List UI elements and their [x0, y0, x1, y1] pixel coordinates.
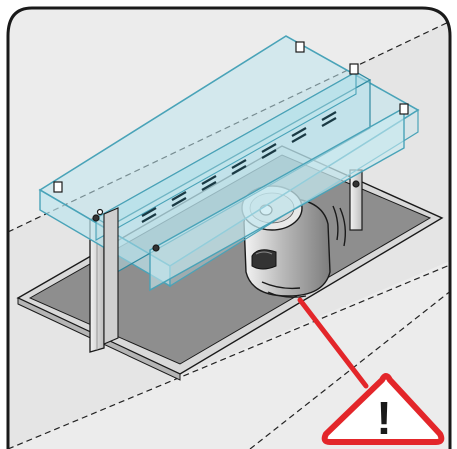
panel-border: [6, 6, 452, 449]
hood-front-glass: [149, 106, 405, 292]
leg-front-right: [103, 207, 119, 345]
vent-slots: [141, 111, 337, 223]
pot-handle: [251, 249, 277, 270]
warning-pointer: [297, 297, 369, 389]
warning-symbol: !: [376, 392, 391, 444]
counter-edge-dashed-bottom: [8, 261, 450, 449]
glass-hood: [38, 35, 420, 292]
leg-back-right: [349, 169, 363, 231]
warning-triangle-icon: !: [321, 373, 445, 445]
glass-fixings: [53, 41, 409, 252]
